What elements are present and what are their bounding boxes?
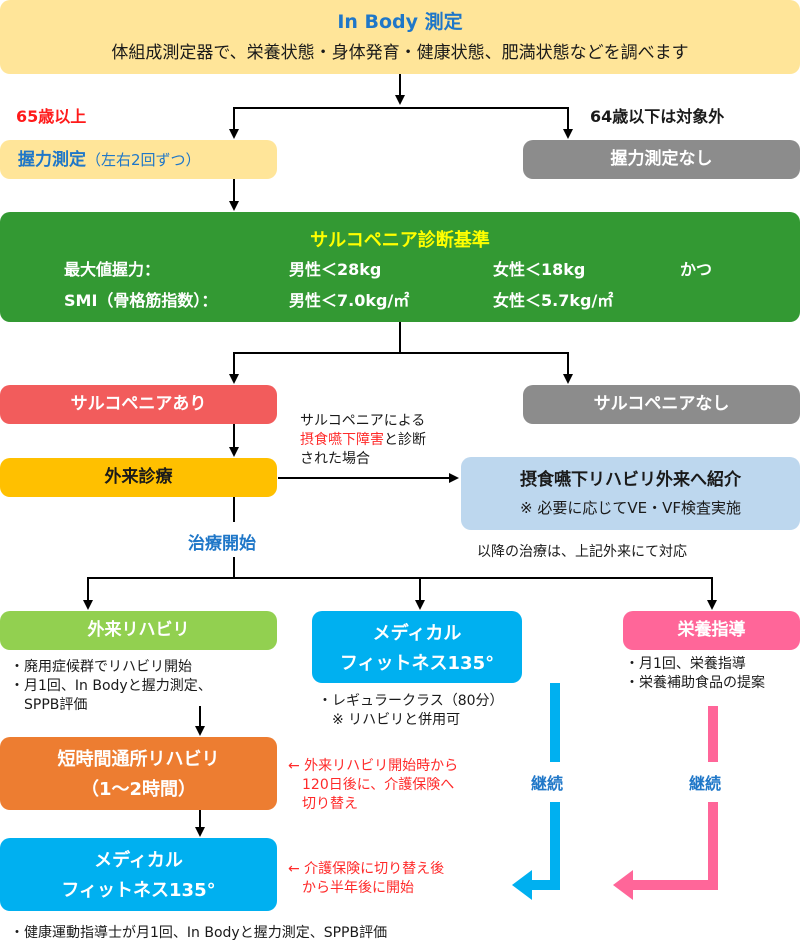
sarcopenia-absent-box: サルコペニアなし bbox=[523, 385, 800, 424]
medical-fitness-bottom-box: メディカル フィットネス135° bbox=[0, 838, 277, 911]
continue-arrowhead-pink bbox=[613, 870, 633, 900]
short-day-rehab-box: 短時間通所リハビリ （1〜2時間） bbox=[0, 737, 277, 810]
treatment-start-label: 治療開始 bbox=[188, 534, 256, 554]
criteria-smi-female: 女性＜5.7kg/㎡ bbox=[493, 291, 614, 310]
outpatient-clinic-box: 外来診療 bbox=[0, 458, 277, 497]
connector bbox=[233, 107, 569, 130]
nutrition-guidance-box: 栄養指導 bbox=[623, 611, 800, 650]
sarcopenia-criteria-box: サルコペニア診断基準 最大値握力： 男性＜28kg 女性＜18kg かつ SMI… bbox=[0, 212, 800, 322]
inbody-description: 体組成測定器で、栄養状態・身体発育・健康状態、肥満状態などを調べます bbox=[111, 43, 689, 63]
nutrition-notes: ・月1回、栄養指導 ・栄養補助食品の提案 bbox=[625, 655, 765, 693]
no-grip-measurement-box: 握力測定なし bbox=[523, 140, 800, 179]
grip-note: （左右2回ずつ） bbox=[86, 151, 201, 169]
note-item: ・廃用症候群でリハビリ開始 bbox=[10, 659, 192, 675]
medical-fitness-bottom-line2: フィットネス135° bbox=[61, 880, 216, 901]
medical-fitness-bottom-line1: メディカル bbox=[94, 850, 183, 871]
note-item: ・月1回、In Bodyと握力測定、 bbox=[10, 678, 212, 694]
criteria-title: サルコペニア診断基準 bbox=[310, 230, 490, 251]
dysphagia-note-line2-rest: と診断 bbox=[384, 432, 426, 448]
continue-label-nutrition: 継続 bbox=[689, 774, 722, 793]
fitness-start-note: ← 介護保険に切り替え後 から半年後に開始 bbox=[288, 860, 444, 898]
continue-line-pink bbox=[630, 802, 718, 890]
insurance-switch-note: ← 外来リハビリ開始時から 120日後に、介護保険へ 切り替え bbox=[288, 757, 458, 814]
age-64-under-label: 64歳以下は対象外 bbox=[590, 107, 725, 126]
grip-title: 握力測定 bbox=[18, 150, 86, 170]
note-line: ← 介護保険に切り替え後 bbox=[288, 861, 445, 877]
criteria-grip-male: 男性＜28kg bbox=[289, 260, 382, 279]
dysphagia-condition-note: サルコペニアによる 摂食嚥下障害と診断 された場合 bbox=[300, 412, 426, 469]
connector bbox=[233, 352, 569, 375]
note-item: ・月1回、栄養指導 bbox=[625, 656, 746, 672]
continue-arrowhead-cyan bbox=[512, 870, 532, 900]
dysphagia-note-line2: 摂食嚥下障害と診断 bbox=[300, 431, 426, 450]
sarcopenia-present-box: サルコペニアあり bbox=[0, 385, 277, 424]
continue-label-fitness: 継続 bbox=[531, 774, 564, 793]
criteria-grip-female: 女性＜18kg bbox=[493, 260, 586, 279]
after-treatment-note: 以降の治療は、上記外来にて対応 bbox=[477, 544, 687, 560]
outpatient-rehab-box: 外来リハビリ bbox=[0, 611, 277, 650]
note-item: SPPB評価 bbox=[10, 697, 88, 713]
criteria-conjunction: かつ bbox=[680, 260, 713, 279]
referral-title: 摂食嚥下リハビリ外来へ紹介 bbox=[520, 470, 741, 490]
continue-line-cyan bbox=[530, 802, 560, 890]
outpatient-rehab-notes: ・廃用症候群でリハビリ開始 ・月1回、In Bodyと握力測定、 SPPB評価 bbox=[10, 658, 212, 715]
note-line: から半年後に開始 bbox=[288, 880, 414, 896]
short-rehab-line2: （1〜2時間） bbox=[80, 779, 197, 800]
dysphagia-keyword: 摂食嚥下障害 bbox=[300, 432, 384, 448]
medical-fitness-notes: ・レギュラークラス（80分） ※ リハビリと併用可 bbox=[318, 692, 504, 730]
inbody-title: In Body 測定 bbox=[337, 11, 463, 33]
criteria-smi-label: SMI（骨格筋指数）： bbox=[64, 291, 218, 310]
note-item: ・レギュラークラス（80分） bbox=[318, 693, 504, 709]
fitness-evaluation-note: ・健康運動指導士が月1回、In Bodyと握力測定、SPPB評価 bbox=[10, 925, 388, 941]
note-item: ※ リハビリと併用可 bbox=[318, 712, 461, 728]
dysphagia-note-line3: された場合 bbox=[300, 451, 370, 467]
short-rehab-line1: 短時間通所リハビリ bbox=[57, 749, 220, 770]
note-line: ← 外来リハビリ開始時から bbox=[288, 758, 459, 774]
note-line: 120日後に、介護保険へ bbox=[288, 777, 455, 793]
medical-fitness-line2: フィットネス135° bbox=[339, 653, 495, 674]
medical-fitness-line1: メディカル bbox=[372, 623, 462, 644]
criteria-smi-male: 男性＜7.0kg/㎡ bbox=[289, 291, 410, 310]
note-item: ・栄養補助食品の提案 bbox=[625, 675, 765, 691]
criteria-grip-label: 最大値握力： bbox=[64, 260, 161, 279]
medical-fitness-box: メディカル フィットネス135° bbox=[312, 611, 522, 683]
age-65-plus-label: 65歳以上 bbox=[16, 107, 87, 126]
grip-measurement-box: 握力測定（左右2回ずつ） bbox=[0, 140, 277, 179]
connector bbox=[87, 577, 713, 600]
dysphagia-referral-box: 摂食嚥下リハビリ外来へ紹介 ※ 必要に応じてVE・VF検査実施 bbox=[461, 457, 800, 530]
note-line: 切り替え bbox=[288, 796, 358, 812]
referral-subtitle: ※ 必要に応じてVE・VF検査実施 bbox=[520, 499, 741, 517]
dysphagia-note-line1: サルコペニアによる bbox=[300, 413, 426, 429]
inbody-measurement-box: In Body 測定 体組成測定器で、栄養状態・身体発育・健康状態、肥満状態など… bbox=[0, 0, 800, 74]
